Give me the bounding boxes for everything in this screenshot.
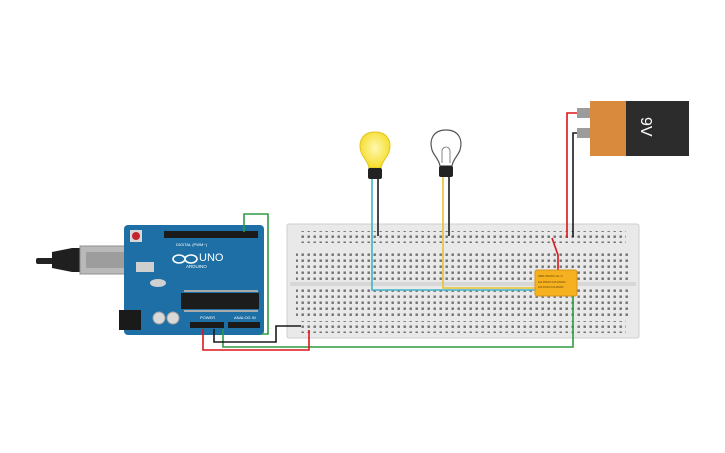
model-label: UNO [199,252,224,264]
relay-label-3: 10A 30VDC 10A 28VDC [538,286,564,289]
analog-label: ANALOG IN [234,315,256,320]
bulb-leads [371,177,450,236]
wire-battery-black[interactable] [572,132,577,237]
wire-green-loop[interactable] [243,213,269,335]
microcontroller-chip [181,293,259,309]
brand-label: ARDUINO [186,264,207,269]
lightbulb-lit-icon[interactable] [359,131,391,179]
power-jack[interactable] [119,310,141,330]
analog-header[interactable] [228,322,260,328]
wire-yellow[interactable] [442,236,540,289]
power-label: POWER [200,315,215,320]
reset-button-icon[interactable] [132,232,140,240]
wire-battery-red[interactable] [566,112,577,238]
wire-black-gnd[interactable] [213,325,301,343]
power-header[interactable] [190,322,224,328]
relay-module[interactable]: SRD-05VDC-SL-C 10A 250VAC 10A 125VAC 10A… [534,269,578,297]
usb-cable [36,258,56,264]
arduino-uno-board[interactable]: DIGITAL (PWM~) UNO ARDUINO POWER ANALOG … [36,225,264,335]
usb-plug-icon [52,248,80,272]
battery-terminal-negative [577,128,591,138]
battery-terminal-positive [577,108,591,118]
lightbulb-off-icon[interactable] [430,129,462,177]
digital-label: DIGITAL (PWM~) [176,242,208,247]
wire-cyan[interactable] [371,236,540,291]
wire-red-relay[interactable] [551,237,559,272]
battery-9v[interactable]: 9V [577,101,689,156]
battery-label: 9V [637,117,654,137]
arduino-logo [172,254,198,264]
digital-header[interactable] [164,231,258,238]
wire-red-5v[interactable] [202,329,310,351]
relay-label-1: SRD-05VDC-SL-C [538,274,564,278]
wire-green-relay[interactable] [222,296,574,348]
relay-label-2: 10A 250VAC 10A 125VAC [538,281,566,284]
breadboard[interactable] [286,223,640,339]
